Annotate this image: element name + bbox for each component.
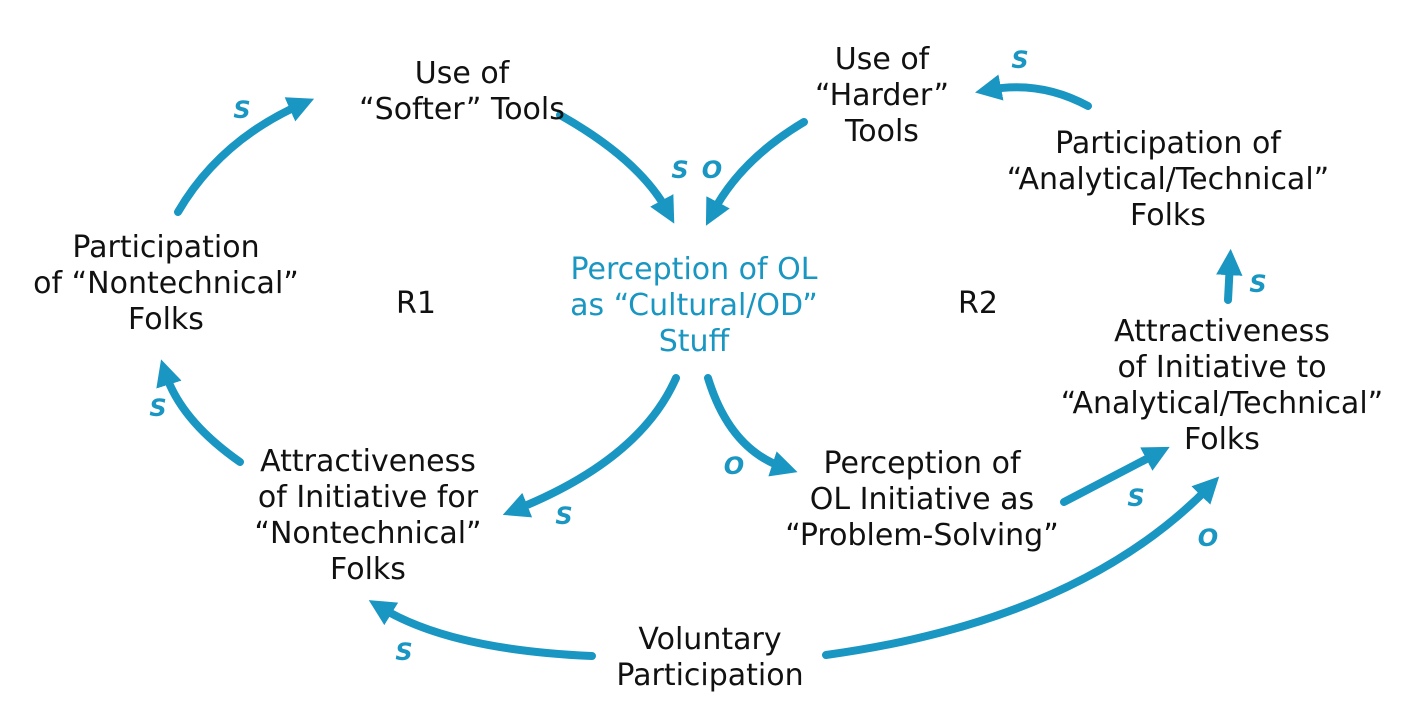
node-line: Use of <box>414 56 510 91</box>
node-perception-problem: Perception of OL Initiative as “Problem-… <box>785 446 1059 554</box>
node-line: “Harder” <box>814 78 950 113</box>
node-line: as “Cultural/OD” <box>570 288 818 323</box>
polarity-nontech-to-softer: S <box>233 96 251 124</box>
polarity-softer-to-perception: S <box>671 156 689 184</box>
node-line: “Softer” Tools <box>359 92 565 127</box>
node-line: Perception of OL <box>570 252 818 287</box>
arrow-voluntary-to-attract-analytical <box>822 476 1220 659</box>
node-line: Participation <box>616 658 804 693</box>
polarity-voluntary-to-attract-nontech: S <box>395 638 413 666</box>
node-line: “Nontechnical” <box>254 516 482 551</box>
node-line: Participation of <box>1055 126 1281 161</box>
node-voluntary-participation: Voluntary Participation <box>616 622 803 694</box>
node-line: of Initiative to <box>1117 350 1327 385</box>
node-line: Folks <box>1130 198 1206 233</box>
node-line: Attractiveness <box>1114 314 1330 349</box>
node-line: Use of <box>834 42 930 77</box>
node-line: “Problem-Solving” <box>785 518 1059 553</box>
node-participation-nontechnical: Participation of “Nontechnical” Folks <box>33 230 299 338</box>
polarity-attract-nontech-to-participation: S <box>149 394 167 422</box>
node-line: Participation <box>72 230 260 265</box>
arrow-softer-to-perception <box>556 111 675 224</box>
node-line: of “Nontechnical” <box>33 266 299 301</box>
node-line: Voluntary <box>638 622 782 657</box>
node-line: Attractiveness <box>260 444 476 479</box>
polarity-perception-to-problem: O <box>723 452 745 480</box>
node-line: Perception of <box>823 446 1021 481</box>
node-line: Stuff <box>658 324 730 359</box>
arrow-harder-to-perception <box>705 118 808 226</box>
node-line: “Analytical/Technical” <box>1060 386 1384 421</box>
polarity-analytical-to-harder: S <box>1011 46 1029 74</box>
arrow-analytical-to-harder <box>975 74 1092 110</box>
polarity-problem-to-attract-analytical: S <box>1127 484 1145 512</box>
arrow-nontech-to-softer <box>174 97 315 216</box>
node-line: OL Initiative as <box>809 482 1035 517</box>
polarity-perception-to-attract-nontech: S <box>555 502 573 530</box>
loop-label-r1: R1 <box>396 286 436 321</box>
arrow-problem-to-attract-analytical <box>1060 446 1170 506</box>
node-line: Folks <box>1184 422 1260 457</box>
arrow-attract-nontech-to-participation <box>156 359 244 466</box>
node-line: Folks <box>128 302 204 337</box>
arrow-perception-to-attract-nontech <box>502 374 680 518</box>
node-attract-analytical: Attractiveness of Initiative to “Analyti… <box>1061 314 1383 458</box>
node-line: “Analytical/Technical” <box>1006 162 1330 197</box>
node-harder-tools: Use of “Harder” Tools <box>815 42 949 150</box>
arrow-voluntary-to-attract-nontech <box>368 600 596 660</box>
arrow-perception-to-problem <box>704 374 798 477</box>
node-line: of Initiative for <box>257 480 479 515</box>
node-attract-nontechnical: Attractiveness of Initiative for “Nontec… <box>254 444 481 588</box>
node-softer-tools: Use of “Softer” Tools <box>359 56 565 128</box>
polarity-voluntary-to-attract-analytical: O <box>1197 524 1219 552</box>
node-line: Folks <box>330 552 406 587</box>
node-line: Tools <box>845 114 919 149</box>
node-perception-cultural: Perception of OL as “Cultural/OD” Stuff <box>570 252 818 360</box>
arrow-attract-analytical-to-participation <box>1216 248 1243 304</box>
loop-label-r2: R2 <box>958 286 998 321</box>
polarity-attract-analytical-to-participation: S <box>1249 270 1267 298</box>
polarity-harder-to-perception: O <box>701 156 723 184</box>
node-participation-analytical: Participation of “Analytical/Technical” … <box>1007 126 1329 234</box>
